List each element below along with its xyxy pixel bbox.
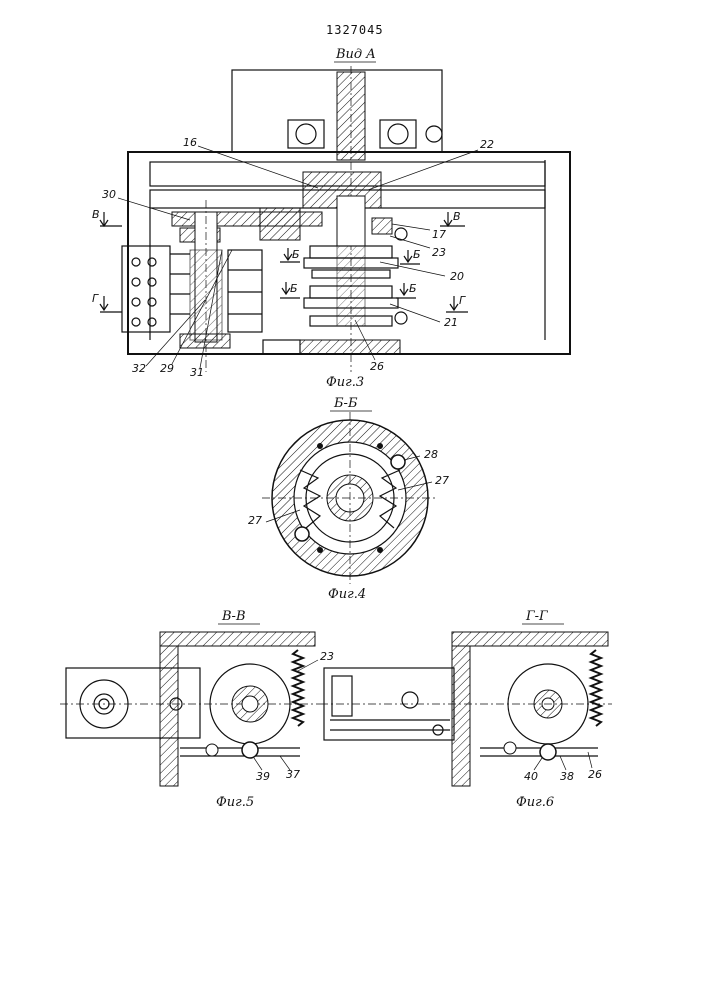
fig3-ref-22: 22 [480,138,494,151]
section-mark-b-3: Б [290,282,298,295]
section-mark-g-right: Г [459,294,466,307]
section-mark-b-1: Б [292,248,300,261]
fig3-ref-32: 32 [132,362,146,375]
fig4-ref-27-right: 27 [435,474,449,487]
fig3-ref-20: 20 [450,270,464,283]
fig3-ref-21: 21 [444,316,458,329]
view-a-label: Вид A [335,47,376,62]
fig5-ref-37: 37 [286,768,300,781]
fig4-section-title: Б-Б [333,396,358,411]
fig5-ref-23: 23 [320,650,334,663]
section-mark-v-right: В [453,210,461,223]
section-mark-g-left: Г [92,292,99,305]
fig3-ref-17: 17 [432,228,446,241]
figure-6-drawing: Г-Г 40 38 26 Фиг.6 [320,609,612,810]
fig3-ref-26: 26 [370,360,384,373]
fig6-caption: Фиг.6 [516,795,554,810]
fig4-ref-28: 28 [424,448,438,461]
fig5-section-title: В-В [221,609,246,624]
fig3-ref-16: 16 [183,136,197,149]
fig6-ref-38: 38 [560,770,574,783]
fig6-ref-26: 26 [588,768,602,781]
patent-number: 1327045 [326,23,384,37]
figure-5-drawing: В-В 23 39 37 Фиг.5 [60,609,334,810]
fig6-ref-40: 40 [524,770,538,783]
fig6-section-title: Г-Г [525,609,548,624]
fig3-ref-31: 31 [190,366,204,379]
fig3-ref-23: 23 [432,246,446,259]
fig4-caption: Фиг.4 [328,587,366,602]
figure-4-drawing: Б-Б 28 27 27 Фиг.4 [248,396,449,602]
fig5-caption: Фиг.5 [216,795,254,810]
fig4-ref-27-left: 27 [248,514,262,527]
fig5-ref-39: 39 [256,770,270,783]
fig3-ref-29: 29 [160,362,174,375]
fig3-caption: Фиг.3 [326,375,364,390]
section-mark-b-2: Б [413,248,421,261]
section-mark-b-4: Б [409,282,417,295]
figure-3-drawing: 16 22 30 17 23 20 21 26 31 29 32 В В Б Б… [92,66,570,390]
fig3-ref-30: 30 [102,188,116,201]
section-mark-v-left: В [92,208,100,221]
